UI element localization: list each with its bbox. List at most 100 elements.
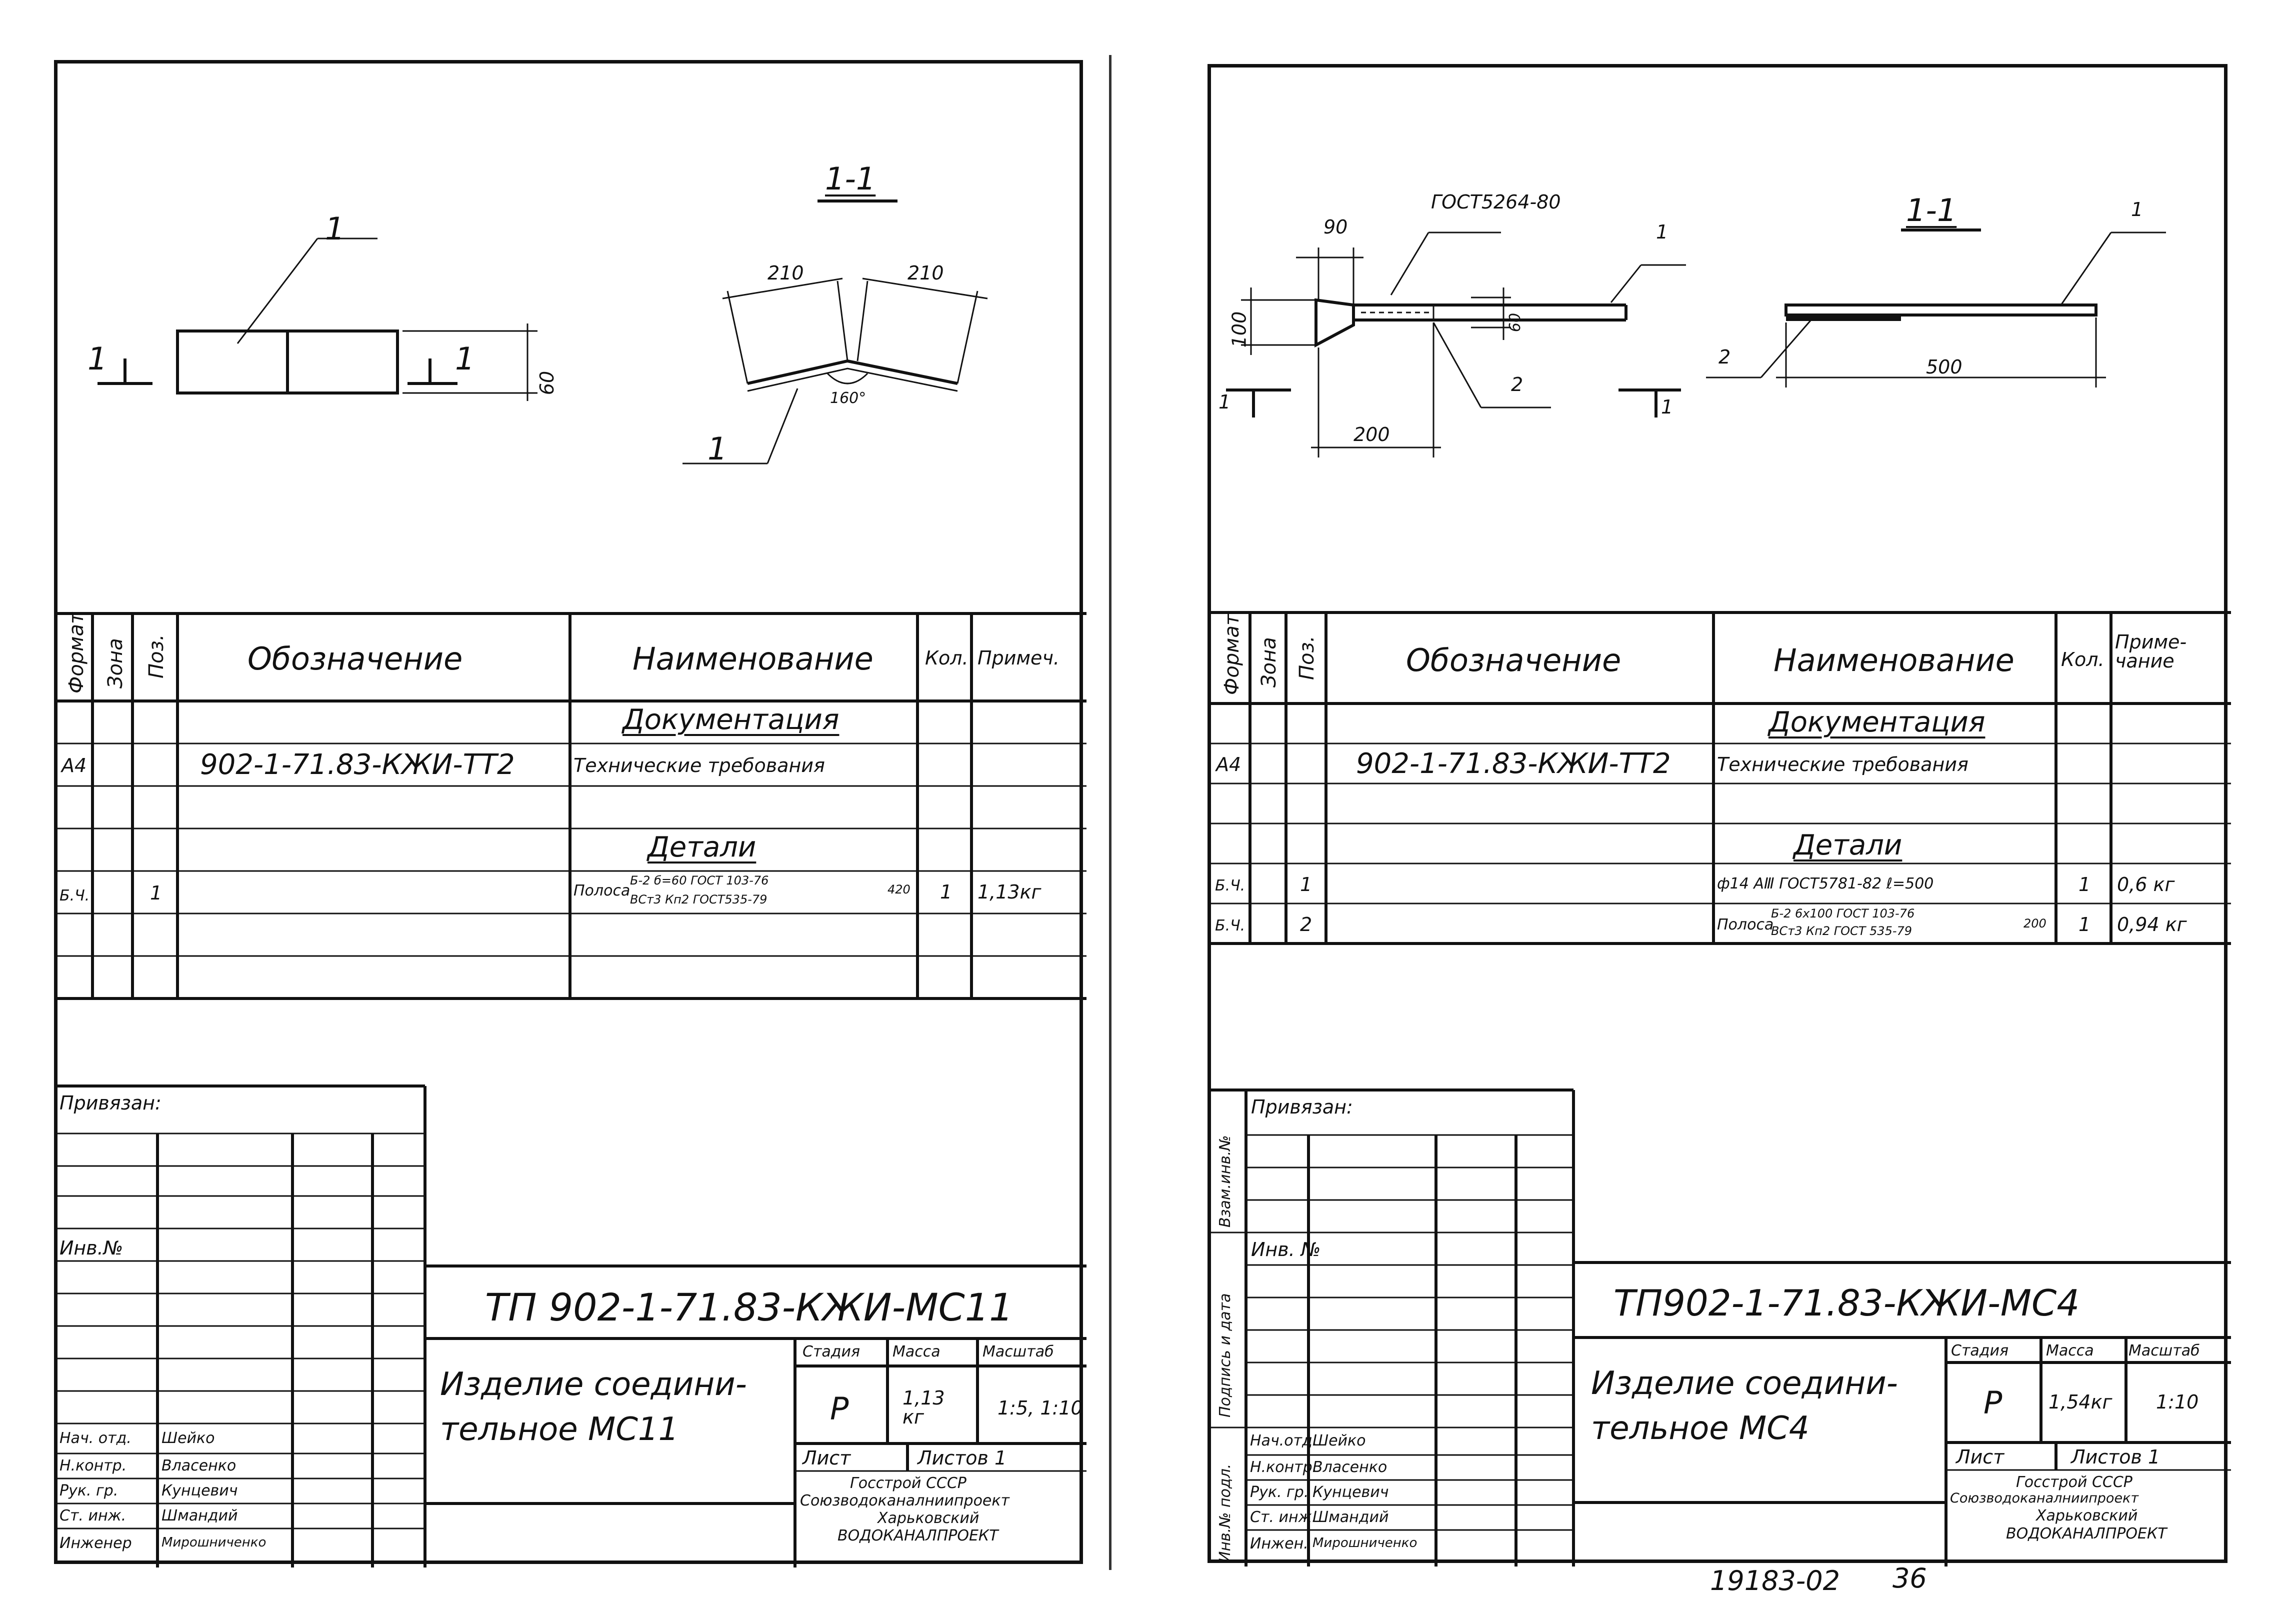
org-line-1: Госстрой СССР	[850, 1474, 966, 1492]
doc-row-name: Технические требования	[574, 754, 825, 776]
scale-label: Масштаб	[2128, 1342, 2200, 1360]
role-4: Инженер	[60, 1534, 132, 1552]
drawing-code: ТП 902-1-71.83-КЖИ-МС11	[485, 1285, 1014, 1330]
doc-row-designation: 902-1-71.83-КЖИ-ТТ2	[200, 748, 515, 781]
mass-value: 1,13 кг	[902, 1387, 945, 1428]
scale-value: 1:5, 1:10	[998, 1397, 1083, 1419]
name-1: Власенко	[162, 1457, 236, 1474]
dim-left-width: 210	[768, 262, 804, 284]
dim-60: 60	[1506, 312, 1524, 332]
stage-value: Р	[1984, 1384, 2002, 1421]
section-docs: Документация	[622, 704, 840, 736]
part-format: Б.Ч.	[1215, 877, 1246, 894]
bound-label: Привязан:	[1251, 1096, 1353, 1118]
dim-height: 60	[536, 370, 558, 396]
header-qty: Кол.	[925, 647, 968, 669]
part-length: 200	[2024, 916, 2046, 930]
part-pos: 1	[1300, 874, 1312, 896]
pos-label-1d: 1	[708, 430, 728, 467]
header-designation: Обозначение	[248, 640, 463, 677]
scale-value: 1:10	[2156, 1391, 2199, 1413]
part-format: Б.Ч.	[1215, 917, 1246, 934]
doc-row-format: А4	[1216, 754, 1242, 776]
rod-section	[1784, 304, 2098, 316]
part-qty: 1	[940, 881, 952, 903]
part-format: Б.Ч.	[60, 887, 90, 904]
title-line-1: Изделие соедини-	[440, 1366, 747, 1403]
role-1: Н.контр.	[1250, 1458, 1318, 1476]
header-zone: Зона	[104, 638, 127, 688]
org-line-2: Союзводоканалниипроект	[1950, 1490, 2139, 1506]
side-label-inv-podl: Инв.№ подл.	[1216, 1464, 1234, 1562]
header-name: Наименование	[632, 640, 874, 677]
part-note: 0,94 кг	[2117, 914, 2187, 936]
doc-row-name: Технические требования	[1717, 754, 1968, 776]
sheet-left: 1-1 1 1 1 1 60 210 210 160° Формат Зона …	[54, 60, 1086, 1568]
section-docs: Документация	[1768, 706, 1986, 738]
bent-plate	[747, 359, 958, 385]
part-pos: 1	[150, 882, 162, 904]
mass-label: Масса	[2046, 1342, 2094, 1360]
pos-label-1b: 1	[2131, 198, 2144, 220]
scale-label: Масштаб	[982, 1343, 1054, 1360]
header-zone: Зона	[1258, 637, 1280, 688]
name-2: Кунцевич	[1312, 1484, 1389, 1501]
header-name: Наименование	[1774, 642, 2014, 678]
part-qty: 1	[2078, 914, 2091, 936]
drawing-code: ТП902-1-71.83-КЖИ-МС4	[1614, 1282, 2080, 1324]
header-pos: Поз.	[1296, 636, 1318, 680]
sheet-right: 1-1 ГОСТ5264-80 1 2 1 2 90 100 60 200 50…	[1208, 64, 2231, 1566]
dim-100: 100	[1228, 311, 1250, 348]
title-line-1: Изделие соедини-	[1591, 1365, 1898, 1402]
org-line-2: Союзводоканалниипроект	[800, 1492, 1010, 1510]
role-2: Рук. гр.	[60, 1482, 118, 1500]
part-pos: 2	[1300, 914, 1312, 936]
page-number: 36	[1892, 1562, 1927, 1594]
bound-label: Привязан:	[60, 1092, 162, 1114]
part-note: 1,13кг	[978, 881, 1042, 903]
name-0: Шейко	[162, 1430, 215, 1447]
pos-label-1a: 1	[325, 210, 345, 247]
section-label: 1-1	[825, 160, 876, 197]
sheet-label: Лист	[1956, 1446, 2004, 1468]
gost-label: ГОСТ5264-80	[1431, 191, 1561, 213]
section-mark-right: 1	[1661, 396, 1674, 418]
header-pos: Поз.	[145, 634, 168, 678]
mass-value: 1,54кг	[2048, 1391, 2112, 1413]
name-0: Шейко	[1312, 1432, 1366, 1450]
pos-label-2a: 2	[1511, 374, 1524, 396]
header-qty: Кол.	[2061, 648, 2104, 670]
org-line-4: ВОДОКАНАЛПРОЕКТ	[2006, 1525, 2167, 1542]
role-3: Ст. инж.	[1250, 1508, 1317, 1526]
name-4: Мирошниченко	[1312, 1536, 1418, 1550]
part-name-den: ВСт3 Кп2 ГОСТ 535-79	[1771, 924, 1912, 938]
stage-label: Стадия	[802, 1343, 860, 1360]
section-parts: Детали	[648, 831, 756, 864]
org-line-1: Госстрой СССР	[2016, 1474, 2132, 1491]
role-4: Инжен.	[1250, 1535, 1308, 1552]
org-line-4: ВОДОКАНАЛПРОЕКТ	[838, 1527, 998, 1544]
role-3: Ст. инж.	[60, 1507, 126, 1524]
part-name: ф14 АⅢ ГОСТ5781-82 ℓ=500	[1717, 875, 1934, 892]
org-line-3: Харьковский	[2036, 1507, 2138, 1524]
name-2: Кунцевич	[162, 1482, 238, 1500]
dim-500: 500	[1926, 356, 1962, 378]
stage-label: Стадия	[1951, 1342, 2009, 1360]
mass-label: Масса	[892, 1343, 940, 1360]
part-qty: 1	[2078, 874, 2091, 896]
header-note: Примеч.	[978, 647, 1060, 669]
binding-line	[1109, 55, 1112, 1570]
part-name-num: Б-2 6х100 ГОСТ 103-76	[1771, 906, 1915, 920]
part-length: 420	[888, 882, 910, 896]
plate-side	[1314, 298, 1355, 348]
part-note: 0,6 кг	[2117, 874, 2175, 896]
part-name-prefix: Полоса	[574, 882, 630, 900]
part-name-prefix: Полоса	[1717, 916, 1774, 934]
header-format: Формат	[1220, 614, 1244, 695]
pos-label-1c: 1	[455, 340, 475, 377]
sheet-label: Лист	[802, 1447, 851, 1469]
pos-label-1a: 1	[1656, 221, 1668, 243]
inv-label: Инв.№	[60, 1237, 124, 1259]
inv-label: Инв. №	[1251, 1238, 1321, 1260]
doc-row-designation: 902-1-71.83-КЖИ-ТТ2	[1356, 748, 1671, 780]
